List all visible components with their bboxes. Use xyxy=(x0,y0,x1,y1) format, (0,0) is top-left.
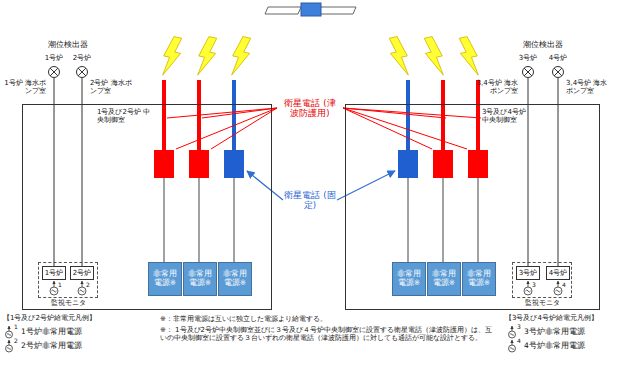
pump-room-label: 1号炉 海水ポンプ室 xyxy=(2,79,46,95)
callout-number: 4 xyxy=(562,281,566,288)
control-room: 3号及び4号炉 中央制御室非常用 電源※非常用 電源※非常用 電源※監視モニタ3… xyxy=(345,104,600,310)
tide-detector: 4号炉3,4号炉 海水ポンプ室 xyxy=(552,66,564,78)
power-box: 非常用 電源※ xyxy=(462,262,496,296)
note-text: ※： 1号及び2号炉中央制御室並びに３号及び４号炉中央制御室に設置する衛星電話（… xyxy=(160,326,495,343)
unit-box: 3号炉 xyxy=(516,266,540,280)
signal-wire xyxy=(528,78,529,266)
power-symbol xyxy=(506,325,518,339)
pump-room-label: 3,4号炉 海水ポンプ室 xyxy=(474,79,518,95)
detector-symbol xyxy=(552,66,564,78)
detector-label: 3号炉 xyxy=(516,54,540,62)
tide-detector: 2号炉2号炉 海水ポンプ室 xyxy=(76,66,88,78)
detector-label: 4号炉 xyxy=(546,54,570,62)
legend-text: 4号炉非常用電源 xyxy=(524,341,585,351)
box-heading: 監視モニタ xyxy=(512,299,572,307)
unit-box: 1号炉 xyxy=(42,266,66,280)
tide-detector: 3号炉3,4号炉 海水ポンプ室 xyxy=(522,66,534,78)
detector-label: 2号炉 xyxy=(70,54,94,62)
signal-wire xyxy=(558,78,559,266)
box-label: 4号炉 xyxy=(549,269,567,277)
box-heading: 3号及び4号炉 中央制御室 xyxy=(482,108,526,124)
power-box: 非常用 電源※ xyxy=(218,262,252,296)
legend-heading: 【1号及び2号炉給電元凡例】 xyxy=(3,314,96,322)
callout-number: 2 xyxy=(14,337,18,344)
box-label: 非常用 電源※ xyxy=(184,270,216,287)
box-label: 非常用 電源※ xyxy=(463,270,495,287)
signal-wire xyxy=(82,78,83,266)
detector-symbol xyxy=(48,66,60,78)
box-label: 3号炉 xyxy=(519,269,537,277)
phone-unit xyxy=(154,150,488,178)
power-box: 非常用 電源※ xyxy=(148,262,182,296)
monitor-box: 監視モニタ1号炉2号炉 xyxy=(38,262,98,298)
legend-heading: 【3号及び4号炉給電元凡例】 xyxy=(505,314,598,322)
pump-room-label: 2号炉 海水ポンプ室 xyxy=(90,79,136,95)
detector-title: 潮位検出器 xyxy=(43,40,93,49)
box-label: 1号炉 xyxy=(45,269,63,277)
unit-box: 2号炉 xyxy=(70,266,94,280)
power-box: 非常用 電源※ xyxy=(427,262,461,296)
callout-number: 3 xyxy=(517,323,521,330)
power-symbol xyxy=(506,339,518,353)
radio-bolt xyxy=(160,35,482,77)
box-label: 非常用 電源※ xyxy=(428,270,460,287)
callout-number: 4 xyxy=(517,337,521,344)
power-symbol xyxy=(3,339,15,353)
box-label: 2号炉 xyxy=(73,269,91,277)
power-wire xyxy=(164,178,478,262)
antenna xyxy=(164,80,478,150)
legend-text: 2号炉非常用電源 xyxy=(21,341,82,351)
box-heading: 監視モニタ xyxy=(38,299,98,307)
box-label: 非常用 電源※ xyxy=(219,270,251,287)
power-symbol xyxy=(3,325,15,339)
power-box: 非常用 電源※ xyxy=(392,262,426,296)
detector-symbol xyxy=(76,66,88,78)
box-heading: 1号及び2号炉 中央制御室 xyxy=(97,108,153,124)
detector-label: 1号炉 xyxy=(42,54,66,62)
detector-title: 潮位検出器 xyxy=(518,40,568,49)
callout-number: 2 xyxy=(86,281,90,288)
detector-symbol xyxy=(522,66,534,78)
phone-callout: 衛星電話 (固定) xyxy=(282,190,338,210)
note-text: ※：非常用電源は互いに独立した電源より給電する。 xyxy=(160,315,495,323)
pump-room-label: 3,4号炉 海水ポンプ室 xyxy=(566,79,612,95)
box-label: 非常用 電源※ xyxy=(149,270,181,287)
callout-number: 1 xyxy=(14,323,18,330)
legend-text: 3号炉非常用電源 xyxy=(524,327,585,337)
control-room: 1号及び2号炉 中央制御室非常用 電源※非常用 電源※非常用 電源※監視モニタ1… xyxy=(22,104,272,310)
tide-detector: 1号炉1号炉 海水ポンプ室 xyxy=(48,66,60,78)
signal-wire xyxy=(54,78,55,266)
phone-callout: 衛星電話 (津波防護用) xyxy=(280,98,340,118)
callout-number: 3 xyxy=(532,281,536,288)
legend-text: 1号炉非常用電源 xyxy=(21,327,82,337)
callout-number: 1 xyxy=(58,281,62,288)
power-box: 非常用 電源※ xyxy=(183,262,217,296)
monitor-box: 監視モニタ3号炉4号炉 xyxy=(512,262,572,298)
satellite xyxy=(265,3,356,16)
unit-box: 4号炉 xyxy=(546,266,570,280)
box-label: 非常用 電源※ xyxy=(393,270,425,287)
